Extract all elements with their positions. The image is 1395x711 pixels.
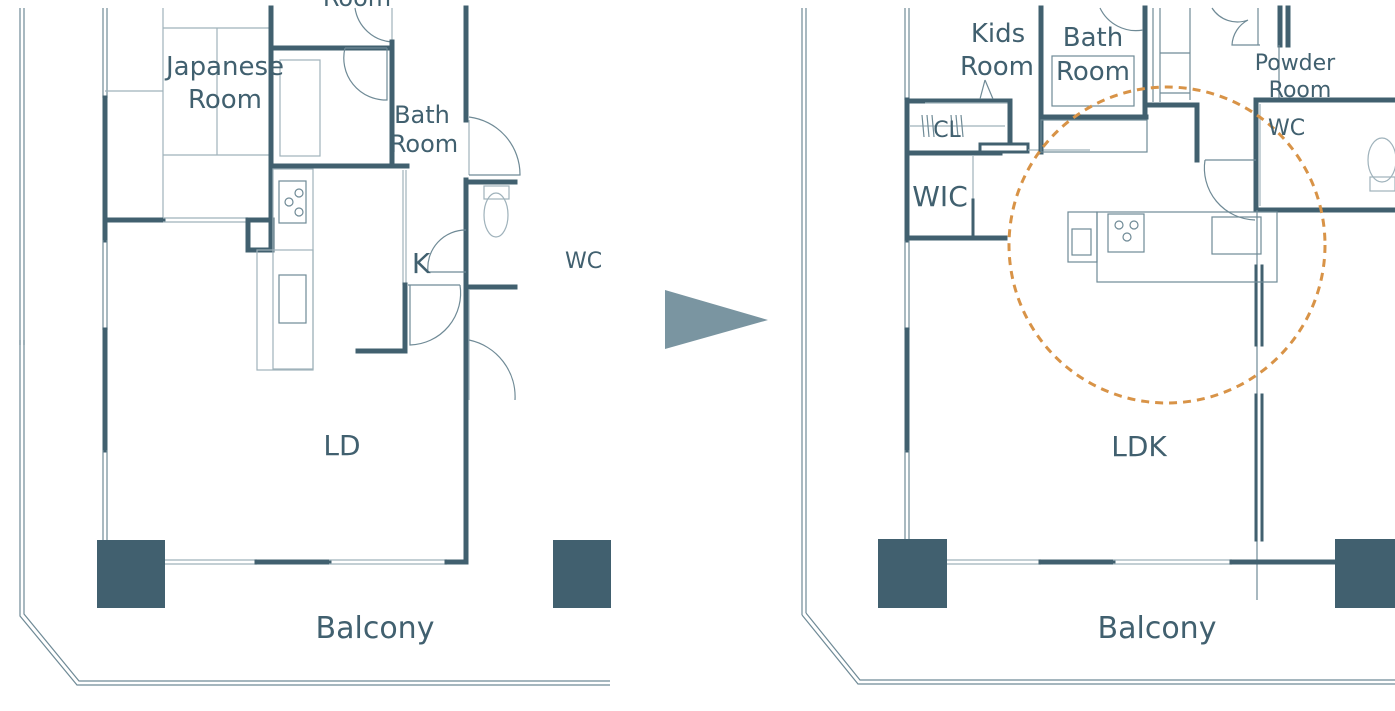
kitchen-highlight-circle (1007, 85, 1327, 405)
before-sink (278, 274, 307, 324)
before-label-balcony: Balcony (316, 611, 435, 646)
after-label-ldk: LDK (1111, 430, 1167, 463)
before-stove (278, 180, 307, 224)
before-label-bath-1: Bath (394, 101, 450, 129)
before-bath-door-swing (343, 47, 388, 101)
after-bathtub (1051, 55, 1135, 107)
before-label-japanese-2: Room (188, 85, 262, 115)
right-arrow-icon (665, 290, 768, 349)
island-sink (1211, 216, 1262, 255)
after-label-kids-2: Room (960, 52, 1034, 82)
after-label-kids-1: Kids (971, 19, 1025, 49)
after-wc-door-swing (1203, 159, 1256, 221)
before-toilet-icon (483, 192, 509, 238)
after-label-cl: CL (933, 118, 961, 143)
after-label-powder-2: Room (1269, 78, 1332, 103)
after-label-powder-1: Powder (1255, 51, 1336, 76)
before-label-top-room: Room (323, 0, 391, 12)
after-column-left (878, 539, 947, 608)
before-label-bath-2: Room (390, 130, 458, 158)
island-stove (1107, 213, 1145, 253)
before-label-kitchen: K (412, 247, 431, 280)
before-balcony-outline (19, 340, 610, 686)
closet-hanger-lines (921, 114, 964, 138)
after-label-bath-1: Bath (1063, 23, 1123, 53)
after-plan: Kids Room Bath Room Powder Room WC CL WI… (801, 5, 1395, 685)
before-label-japanese-1: Japanese (164, 52, 284, 82)
before-kitchen-door-swing (409, 284, 462, 346)
before-column-right (553, 540, 611, 608)
after-label-bath-2: Room (1056, 57, 1130, 87)
before-column-left (97, 540, 165, 608)
after-label-wc: WC (1268, 116, 1305, 141)
before-pillar-box (245, 217, 275, 253)
before-wc-door-swing (427, 229, 467, 273)
before-label-wc: WC (565, 249, 602, 274)
after-toilet-icon (1367, 137, 1395, 183)
before-balcony-outline-inner (23, 340, 610, 682)
before-bathtub (279, 59, 321, 157)
before-closet-door-swing (468, 116, 521, 176)
after-label-balcony: Balcony (1098, 611, 1217, 646)
before-label-ld: LD (323, 429, 360, 462)
before-kitchen-wall (355, 282, 408, 354)
after-column-right (1335, 539, 1395, 608)
before-door-swing (354, 7, 393, 43)
after-label-wic: WIC (912, 180, 968, 213)
island-kitchen (1096, 211, 1278, 283)
before-plan: Room Japanese Room Bath Room K WC LD Bal… (19, 0, 611, 686)
